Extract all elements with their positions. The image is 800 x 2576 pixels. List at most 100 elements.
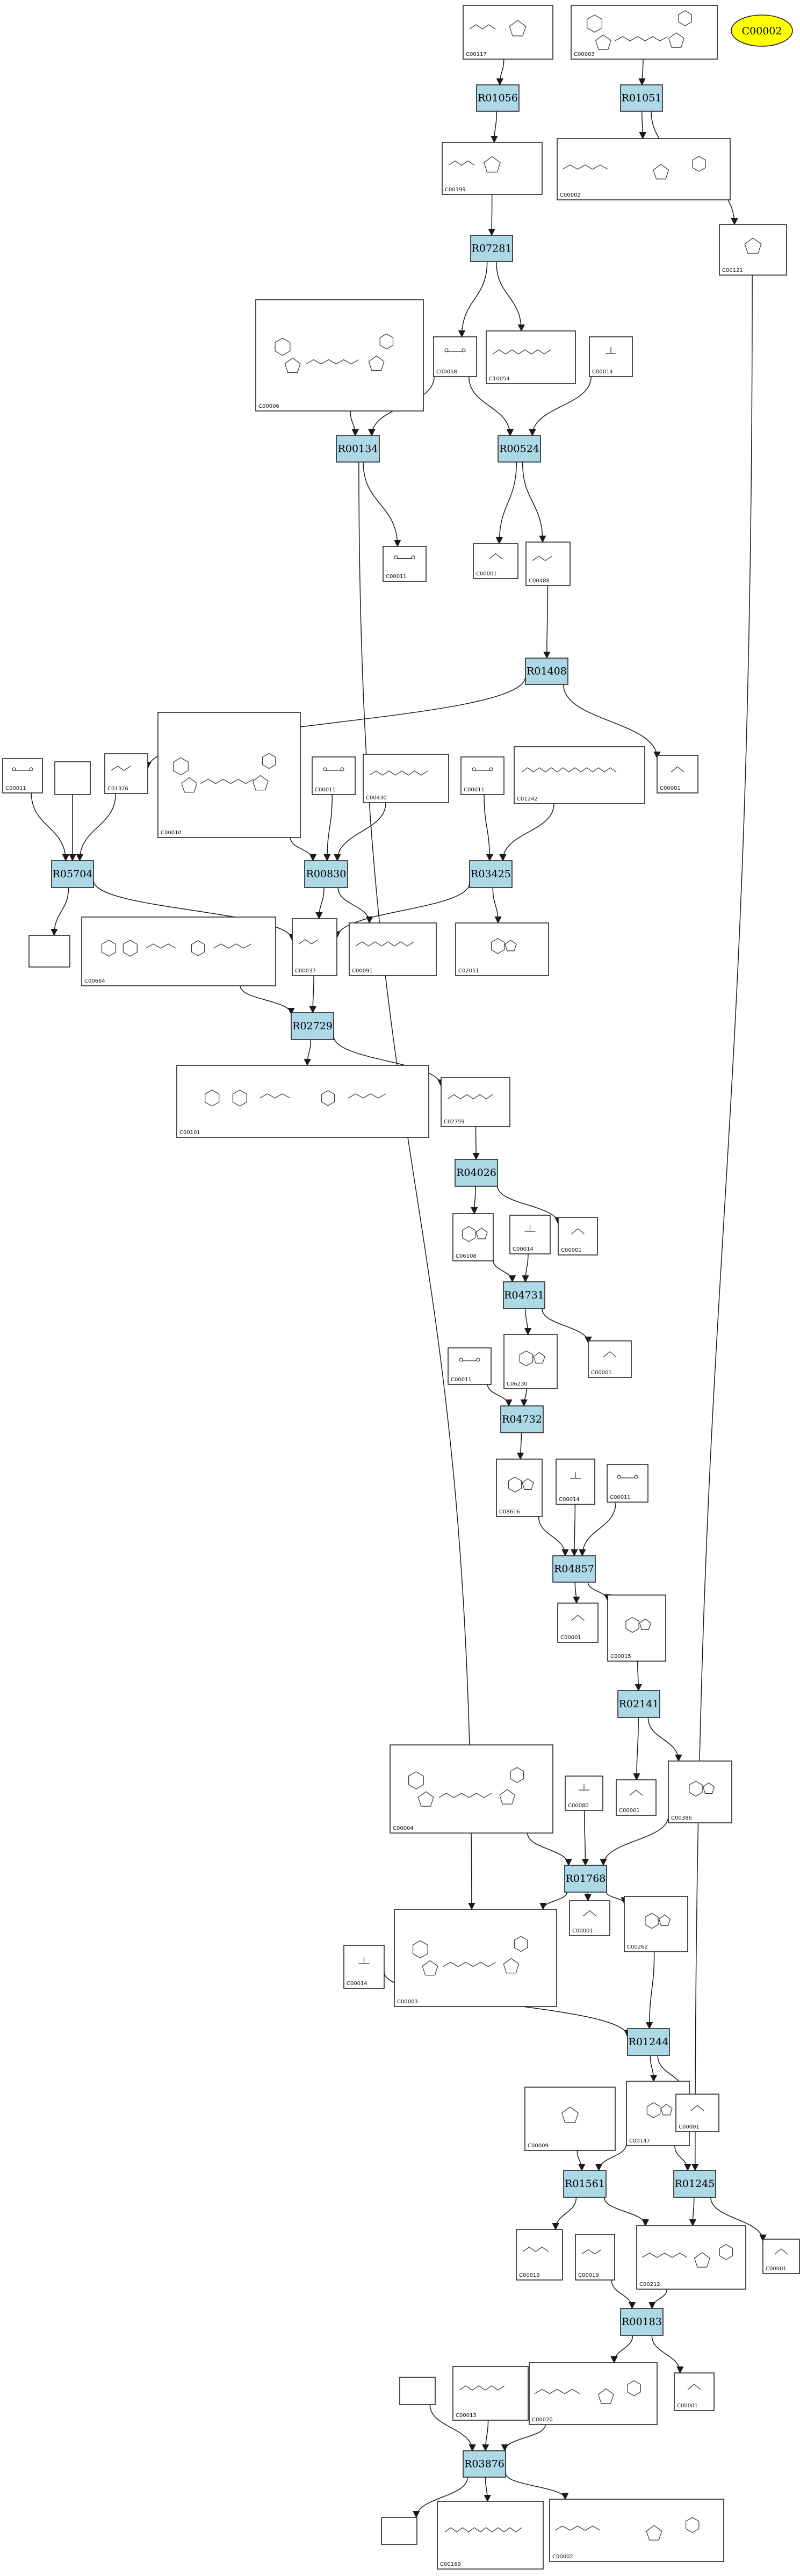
compound-node[interactable]: C00011 [2,758,43,793]
compound-node[interactable]: C00013 [452,2366,529,2421]
compound-node[interactable]: C00015 [607,1594,666,1662]
compound-node[interactable]: C00169 [437,2501,544,2570]
compound-node[interactable]: C00019 [516,2229,563,2281]
compound-id-label: C00014 [559,1497,580,1503]
reaction-node[interactable]: R01768 [564,1865,607,1893]
reaction-node[interactable]: R01051 [620,84,663,112]
reaction-box [463,2450,506,2478]
reaction-node[interactable]: R01408 [525,658,568,685]
reaction-id-label: R04026 [456,1167,496,1179]
reaction-node[interactable]: R01244 [627,2028,670,2056]
compound-node[interactable]: C00019 [575,2234,615,2281]
reaction-node[interactable]: R07281 [470,235,513,262]
compound-node[interactable]: C00117 [463,5,553,60]
compound-node[interactable]: C00001 [762,2239,800,2274]
compound-node[interactable]: C00020 [529,2362,658,2425]
edge-arrow [579,1502,616,1557]
reaction-id-label: R01051 [622,92,662,104]
compound-node[interactable]: C00001 [558,1217,598,1255]
compound-node[interactable]: C00003 [571,5,718,60]
compound-node[interactable]: C00011 [607,1464,648,1503]
compound-node[interactable]: C00002 [557,138,731,200]
compound-node[interactable]: C00003 [394,1909,557,2007]
compound-node[interactable]: C00080 [565,1776,603,1811]
compound-node[interactable]: C01326 [104,753,148,794]
reaction-node[interactable]: R01056 [476,84,520,112]
reaction-id-label: R01768 [566,1873,606,1885]
compound-id-label: C00037 [295,968,316,974]
compound-node[interactable]: C00011 [312,756,356,795]
edge-arrow [542,1308,592,1344]
structure-drawing [447,1094,493,1100]
compound-node[interactable]: C00014 [589,336,633,377]
edge-arrow [522,461,546,543]
compound-node[interactable]: C00212 [636,2225,746,2290]
compound-node[interactable]: C00199 [442,142,543,195]
reaction-node[interactable]: R02729 [291,1012,334,1040]
reaction-node[interactable]: R04857 [552,1555,596,1583]
compound-node[interactable]: C00014 [343,1945,385,1989]
compound-node[interactable]: C00002 [549,2499,724,2562]
reaction-node[interactable]: R04026 [455,1159,498,1187]
compound-node[interactable]: C00664 [81,917,276,986]
compound-node[interactable]: C00001 [674,2372,715,2411]
compound-node[interactable]: C06108 [452,1213,494,1261]
compound-node[interactable]: C00001 [557,1603,599,1643]
compound-node[interactable]: C02759 [441,1077,510,1127]
compound-node[interactable]: C00058 [433,336,477,377]
compound-node[interactable]: C00006 [255,299,424,412]
reaction-node[interactable]: R00134 [336,435,380,463]
edge-arrow [337,887,373,924]
compound-node[interactable]: C00001 [675,2094,719,2132]
compound-node[interactable]: C00009 [524,2087,616,2151]
structure-drawing [408,1767,524,1807]
compound-node[interactable]: C00488 [525,542,571,586]
compound-node[interactable]: C01242 [514,746,645,804]
reaction-node[interactable]: R00183 [620,2308,664,2336]
reaction-node[interactable]: R01561 [563,2170,607,2198]
reaction-box [469,860,513,888]
compound-node[interactable]: C00011 [460,756,504,795]
compound-node[interactable]: C00001 [569,1900,610,1936]
compound-node-empty[interactable] [381,2517,417,2545]
edge-arrow [650,2055,658,2082]
reaction-node[interactable]: R03876 [463,2450,506,2478]
reaction-node[interactable]: R00830 [304,860,348,888]
reaction-node[interactable]: R01245 [673,2170,716,2198]
compound-node[interactable]: C10054 [486,330,576,384]
reaction-node[interactable]: R03425 [469,860,513,888]
compound-node[interactable]: C00101 [176,1065,429,1138]
highlight-node[interactable]: C00002 [731,15,793,47]
compound-node[interactable]: C00001 [588,1340,632,1378]
compound-node[interactable]: C06230 [503,1334,558,1389]
compound-node[interactable]: C00011 [383,546,427,582]
compound-node[interactable]: C02051 [455,922,549,976]
compound-node[interactable]: C00386 [668,1760,732,1823]
compound-node-empty[interactable] [54,761,91,795]
compound-node[interactable]: C00091 [349,922,437,976]
compound-node[interactable]: C00001 [616,1779,657,1816]
compound-node-empty[interactable] [399,2377,436,2405]
compound-id-label: C00002 [552,2554,573,2560]
compound-node[interactable]: C08616 [496,1459,543,1517]
compound-node-empty[interactable] [28,935,70,968]
compound-node[interactable]: C00121 [719,224,787,276]
compound-id-label: C01242 [517,796,538,802]
compound-node[interactable]: C00014 [556,1459,595,1505]
reaction-node[interactable]: R05704 [51,860,94,888]
reaction-node[interactable]: R04731 [503,1281,545,1309]
compound-node[interactable]: C00262 [624,1896,688,1952]
compound-node[interactable]: C00014 [509,1215,551,1254]
compound-node[interactable]: C00430 [363,754,449,803]
reaction-node[interactable]: R04732 [500,1405,544,1433]
compound-node[interactable]: C00001 [657,755,698,793]
compound-node[interactable]: C00011 [448,1347,492,1385]
compound-node[interactable]: C00037 [292,918,337,976]
reaction-node[interactable]: R02141 [617,1690,660,1718]
compound-node[interactable]: C00004 [390,1744,553,1834]
compound-box [565,1776,603,1811]
reaction-node[interactable]: R00524 [498,435,541,463]
compound-node[interactable]: C00001 [473,543,518,579]
compound-node[interactable]: C00010 [157,712,301,838]
